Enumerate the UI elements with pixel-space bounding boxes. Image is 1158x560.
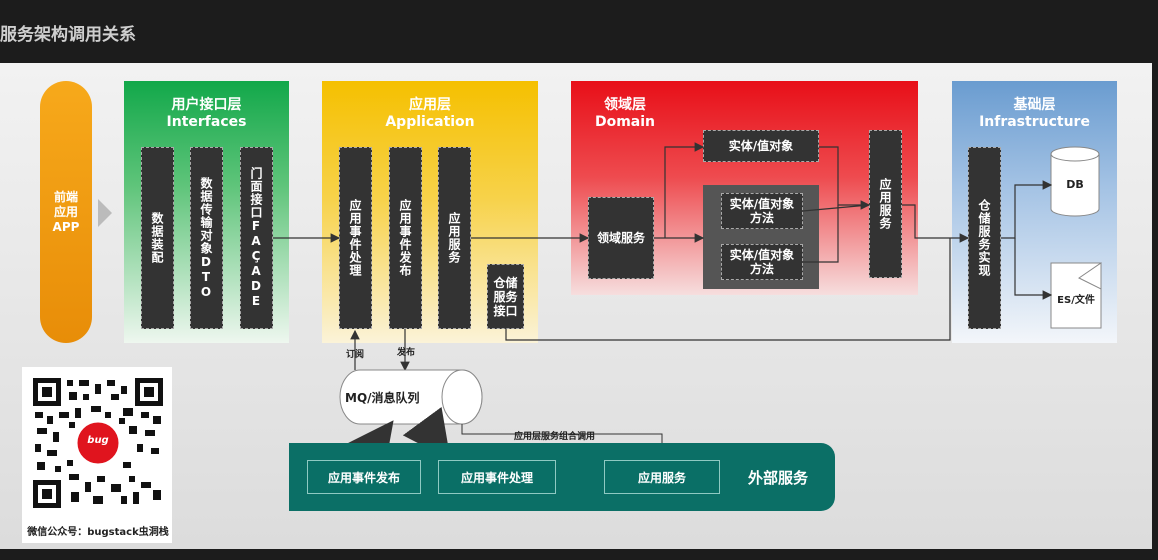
entity-method-2: 实体/值对象 方法 (721, 244, 803, 280)
facade: 门面接口FAÇADE (240, 147, 273, 329)
db-cylinder-icon (1050, 146, 1100, 217)
infrastructure-title: 基础层 Infrastructure (952, 97, 1117, 131)
entity-method-1-label: 实体/值对象 方法 (729, 197, 795, 225)
domain-title: 领域层 Domain (585, 97, 665, 131)
file-icon (1050, 262, 1102, 329)
ext-app-event-publish: 应用事件发布 (307, 460, 421, 494)
qr-logo-text: bug (87, 435, 109, 446)
es-label: ES/文件 (1057, 295, 1095, 306)
interfaces-title-cn: 用户接口层 (171, 97, 242, 113)
ext-app-service: 应用服务 (604, 460, 720, 494)
frontend-arrow-icon (98, 199, 112, 227)
frontend-app-label: 前端 应用 APP (52, 189, 80, 234)
interfaces-title-en: Interfaces (166, 114, 247, 130)
app-event-publish: 应用事件发布 (389, 147, 422, 329)
infrastructure-title-en: Infrastructure (979, 114, 1090, 130)
domain-title-en: Domain (594, 114, 656, 130)
frontend-app: 前端 应用 APP (40, 81, 92, 343)
publish-label: 发布 (397, 348, 416, 358)
app-service: 应用服务 (438, 147, 471, 329)
storage-interface: 仓储 服务 接口 (487, 264, 524, 329)
domain-title-cn: 领域层 (604, 97, 646, 113)
ext-app-event-handle: 应用事件处理 (438, 460, 556, 494)
compose-call-label: 应用层服务组合调用 (514, 432, 596, 442)
application-title-en: Application (385, 114, 475, 130)
data-assembly: 数据装配 (141, 147, 174, 329)
application-title-cn: 应用层 (409, 97, 451, 113)
entity-method-1: 实体/值对象 方法 (721, 193, 803, 229)
storage-interface-label: 仓储 服务 接口 (493, 275, 518, 318)
qr-code-icon (33, 378, 163, 508)
entity-method-2-label: 实体/值对象 方法 (729, 248, 795, 276)
db-label: DB (1066, 178, 1084, 191)
qr-caption: 微信公众号：bugstack虫洞栈 (27, 527, 169, 538)
domain-service: 领域服务 (588, 197, 654, 279)
subscribe-label: 订阅 (346, 350, 365, 360)
page-title: 服务架构调用关系 (0, 25, 136, 45)
application-title: 应用层 Application (322, 97, 538, 131)
diagram-connectors (273, 142, 1102, 473)
mq-label: MQ/消息队列 (345, 391, 420, 405)
infrastructure-title-cn: 基础层 (1013, 97, 1056, 113)
interfaces-title: 用户接口层 Interfaces (124, 97, 289, 131)
dto: 数据传输对象DTO (190, 147, 223, 329)
diagram-canvas: 前端 应用 APP 用户接口层 Interfaces 数据装配 数据传输对象DT… (0, 63, 1152, 549)
external-services-label: 外部服务 (748, 469, 809, 487)
storage-impl: 仓储服务实现 (968, 147, 1001, 329)
